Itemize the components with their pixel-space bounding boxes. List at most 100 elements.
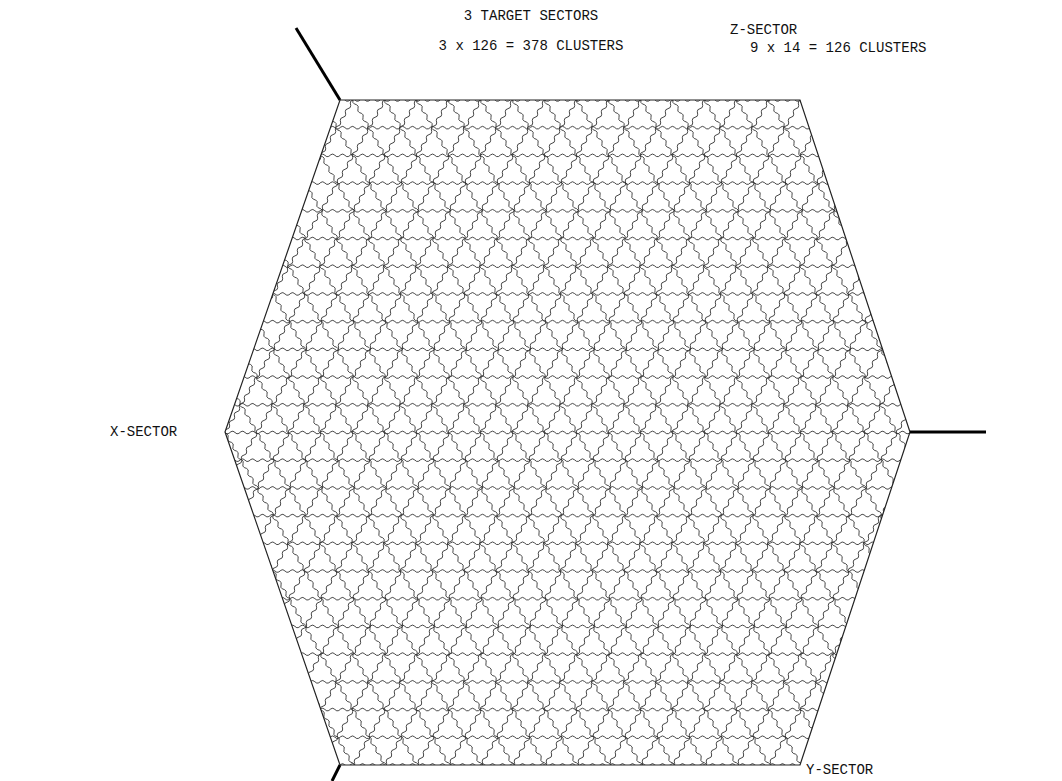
cluster-edge [706,100,1062,766]
cluster-edge [578,100,961,766]
cluster-edge [0,100,290,764]
cluster-edge [994,100,1062,766]
cluster-edge [802,100,1062,766]
cluster-edge [482,100,865,766]
cluster-edge [417,100,802,764]
cluster-edge [205,403,930,406]
cluster-edge [205,126,930,129]
cluster-edge [205,542,930,545]
cluster-edge [258,100,641,766]
cluster-edge [205,293,930,296]
cluster-edge [481,100,866,764]
cluster-edge [0,100,97,766]
cluster-edge [0,100,226,764]
cluster-edge [386,100,769,766]
cluster-edge [205,237,930,240]
cluster-edge [1,100,386,764]
cluster-edge [205,320,930,323]
cluster-edge [0,100,194,764]
cluster-edge [866,100,1062,766]
cluster-edge [769,100,1062,764]
cluster-edge [290,100,673,766]
cluster-edge [0,100,225,766]
cluster-edge [898,100,1062,766]
cluster-edge [738,100,1062,766]
cluster-edge [321,100,706,764]
cluster-edge [205,265,930,268]
cluster-edge [97,100,482,764]
cluster-edge [0,100,2,764]
cluster-edge [546,100,929,766]
cluster-edge [205,348,930,351]
sector-divider [332,765,340,781]
cluster-edge [0,100,65,766]
cluster-edge [129,100,514,764]
cluster-edge [205,182,930,185]
cluster-edge [66,100,449,766]
cluster-edge [205,570,930,573]
cluster-edge [130,100,513,766]
cluster-edge [0,100,289,766]
cluster-edge [193,100,578,764]
sector-divider [910,431,986,434]
cluster-edge [162,100,545,766]
cluster-edge [2,100,385,766]
cluster-edge [385,100,770,764]
cluster-edge [865,100,1062,764]
cluster-edge [322,100,705,766]
cluster-edge [0,100,66,764]
cluster-edge [577,100,962,764]
cluster-edge [673,100,1058,764]
cluster-total: 3 x 126 = 378 CLUSTERS [437,38,626,54]
cluster-edge [205,653,930,656]
cluster-edge [450,100,833,766]
cluster-edge [0,100,33,766]
cluster-edge [1025,100,1062,764]
cluster-edge [0,100,193,766]
cluster-edge [609,100,994,764]
cluster-edge [205,487,930,490]
cluster-edge [0,100,353,766]
cluster-edge [205,680,930,683]
cluster-edge [514,100,897,766]
cluster-edge [833,100,1062,764]
cluster-edge [993,100,1062,764]
hexagon-outline [225,100,910,765]
cluster-edge [205,597,930,600]
cluster-edge [65,100,450,764]
cluster-edge [0,100,1,766]
diagram-title: 3 TARGET SECTORS [462,8,600,24]
cluster-edge [513,100,898,764]
sector-name: Y-SECTOR [804,762,875,778]
cluster-edge [205,431,930,434]
cluster-edge [0,100,322,764]
cluster-edge [205,154,930,157]
cluster-edge [770,100,1062,766]
cluster-edge [449,100,834,764]
cluster-edge [205,459,930,462]
cluster-edge [98,100,481,766]
cluster-edge [161,100,546,764]
cluster-edge [225,100,610,764]
cluster-edge [205,376,930,379]
cluster-edge [834,100,1062,766]
cluster-edge [1058,100,1062,766]
cluster-edge [0,100,98,764]
cluster-edge [610,100,993,766]
sector-divider [296,28,340,100]
cluster-edge [897,100,1062,764]
cluster-edge [737,100,1062,764]
cluster-edge [545,100,930,764]
cluster-edge [226,100,609,766]
sector-count: 9 x 14 = 126 CLUSTERS [748,40,928,56]
cluster-edge [0,100,321,766]
cluster-edge [801,100,1062,764]
sector-name: X-SECTOR [108,424,179,440]
cluster-edge [0,100,354,764]
cluster-edge [354,100,737,766]
cluster-edge [1026,100,1062,766]
cluster-edge [353,100,738,764]
cluster-edge [205,708,930,711]
cluster-edge [1057,100,1062,764]
